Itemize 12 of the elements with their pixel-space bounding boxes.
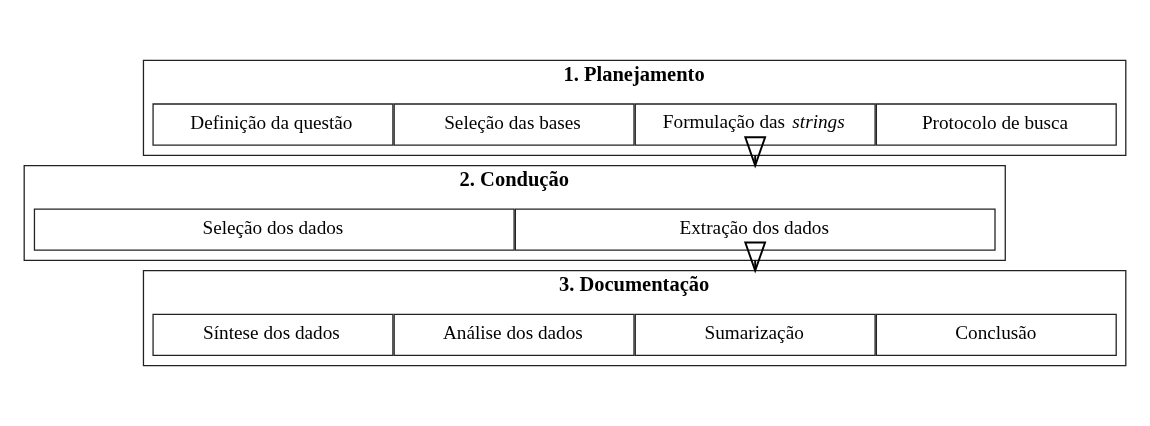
node-box: Conclusão bbox=[875, 313, 1117, 356]
node-box: Protocolo de busca bbox=[875, 103, 1117, 146]
arrow bbox=[743, 241, 767, 274]
node-box: Extração dos dados bbox=[514, 208, 996, 251]
node-box: Formulação das strings bbox=[634, 103, 876, 146]
node-box: Seleção das bases bbox=[393, 103, 635, 146]
node-box: Sumarização bbox=[634, 313, 876, 356]
node-box: Seleção dos dados bbox=[33, 208, 515, 251]
node-box: Definição da questão bbox=[152, 103, 394, 146]
node-box: Síntese dos dados bbox=[152, 313, 394, 356]
node-box: Análise dos dados bbox=[393, 313, 635, 356]
arrow bbox=[743, 136, 767, 169]
